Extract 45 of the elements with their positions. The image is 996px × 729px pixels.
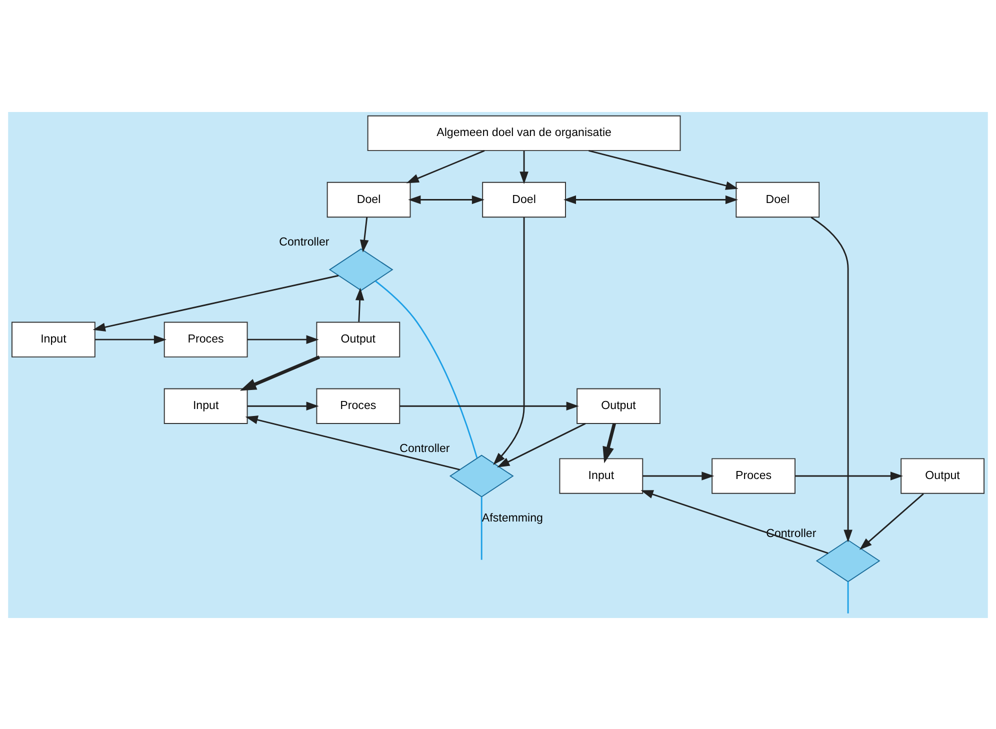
arrow: [497, 422, 586, 467]
arrow: [406, 149, 485, 183]
arrow: [247, 401, 319, 410]
node-box: Doel: [736, 181, 820, 218]
node-box: Proces: [316, 388, 400, 424]
arrow: [810, 216, 852, 542]
arrow: [360, 216, 369, 252]
arrow: [355, 287, 364, 322]
node-box: Doel: [482, 181, 566, 218]
arrow: [795, 471, 904, 480]
node-box: Proces: [164, 321, 248, 357]
arrow: [408, 194, 484, 204]
connector: [847, 581, 849, 613]
arrow: [642, 471, 714, 480]
arrow: [563, 194, 738, 204]
node-box: Output: [900, 458, 984, 494]
arrow: [859, 492, 924, 550]
node-diamond: [449, 454, 514, 497]
connector: [480, 496, 482, 560]
arrow: [95, 334, 166, 344]
arrow: [602, 422, 616, 463]
arrow: [245, 415, 460, 470]
node-box: Input: [164, 388, 248, 424]
node-box: Output: [576, 388, 660, 424]
arrow: [92, 274, 339, 331]
node-box: Algemeen doel van de organisatie: [367, 114, 681, 151]
connector: [375, 280, 478, 458]
arrow: [640, 490, 828, 554]
node-diamond: [328, 248, 394, 290]
edge-label: Afstemming: [482, 512, 543, 524]
node-diamond: [816, 539, 880, 582]
arrow: [493, 216, 525, 465]
node-label: Controller: [766, 527, 816, 540]
arrow: [588, 149, 738, 190]
node-box: Proces: [712, 458, 796, 494]
node-box: Input: [559, 458, 644, 494]
arrow: [400, 401, 579, 410]
arrow: [520, 150, 528, 184]
node-label: Controller: [279, 236, 330, 248]
node-box: Doel: [326, 181, 411, 218]
arrow: [247, 334, 319, 344]
arrow: [240, 354, 320, 390]
node-box: Output: [316, 321, 400, 357]
node-label: Controller: [400, 442, 450, 455]
node-box: Input: [12, 321, 96, 357]
